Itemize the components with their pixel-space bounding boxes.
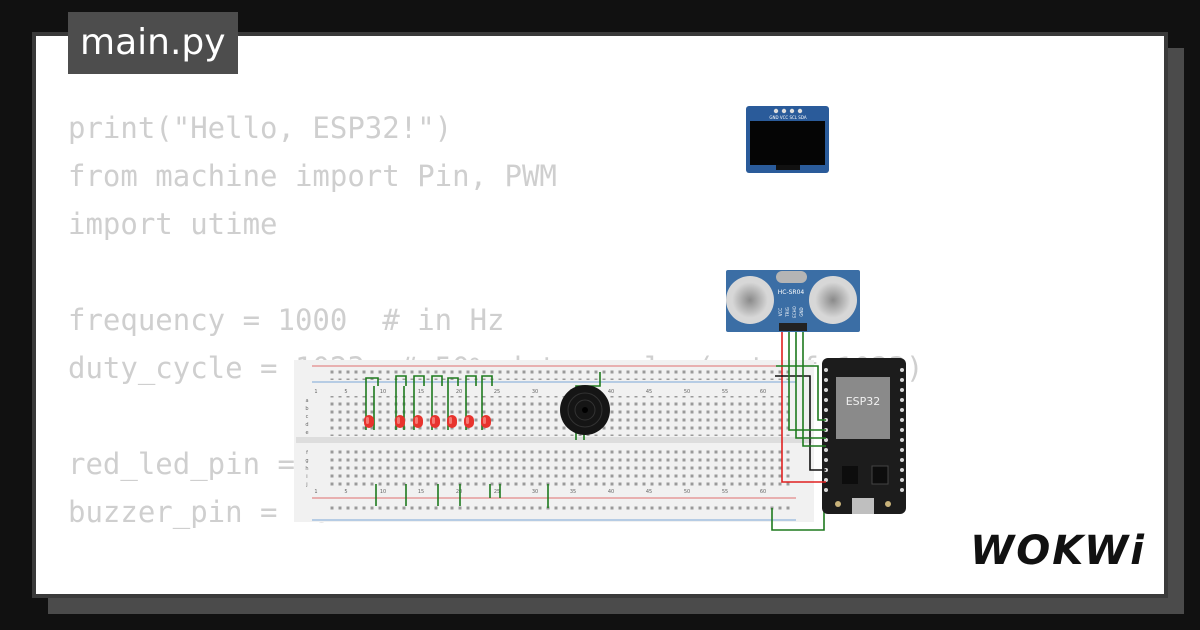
code-line: import utime <box>68 207 278 241</box>
breadboard[interactable]: 1 5 10 15 20 25 30 35 40 45 50 55 60 1 5… <box>294 360 814 522</box>
oled-display[interactable]: GND VCC SCL SDA <box>746 106 829 173</box>
bb-row-label: b <box>305 406 308 412</box>
bb-row-label: f <box>306 450 308 456</box>
bb-col-label: 15 <box>418 389 424 395</box>
code-line: from machine import Pin, PWM <box>68 159 557 193</box>
bb-col-label: 45 <box>646 489 652 495</box>
bb-col-label: 1 <box>314 389 317 395</box>
bb-col-label: 10 <box>380 489 386 495</box>
wokwi-logo: WOKWi <box>970 528 1146 574</box>
bb-col-label: 55 <box>722 389 728 395</box>
project-card: print("Hello, ESP32!") from machine impor… <box>32 32 1168 598</box>
file-tab[interactable]: main.py <box>68 12 238 74</box>
bb-col-label: 30 <box>532 489 538 495</box>
bb-col-label: 20 <box>456 489 462 495</box>
bb-col-label: 15 <box>418 489 424 495</box>
code-line: trig_pin = 27 # Trig pin of the HC-SR04 <box>68 584 924 594</box>
ultrasonic-sensor[interactable]: HC-SR04 VCC TRIG ECHO GND <box>726 270 860 332</box>
bb-col-label: 10 <box>380 389 386 395</box>
esp32-board[interactable]: ESP32 <box>822 358 906 514</box>
buzzer[interactable] <box>560 385 610 435</box>
bb-row-label: c <box>306 414 309 420</box>
bb-col-label: 40 <box>608 489 614 495</box>
oled-pin-labels: GND VCC SCL SDA <box>769 115 806 120</box>
sensor-model-label: HC-SR04 <box>778 289 805 296</box>
sensor-pin-gnd: GND <box>799 307 804 316</box>
bb-col-label: 50 <box>684 389 690 395</box>
bb-row-label: a <box>305 398 308 404</box>
led-row <box>364 415 491 428</box>
bb-col-label: 25 <box>494 389 500 395</box>
code-line: frequency = 1000 # in Hz <box>68 303 505 337</box>
bb-col-label: 55 <box>722 489 728 495</box>
bb-col-label: 30 <box>532 389 538 395</box>
bb-row-label: h <box>305 466 308 472</box>
bb-col-label: 25 <box>494 489 500 495</box>
bb-col-label: 45 <box>646 389 652 395</box>
bb-col-label: 60 <box>760 389 766 395</box>
bb-col-label: 20 <box>456 389 462 395</box>
bb-row-label: j <box>305 482 307 488</box>
sensor-pin-trig: TRIG <box>785 307 790 318</box>
sensor-pin-echo: ECHO <box>792 306 797 317</box>
bb-col-label: 5 <box>344 489 347 495</box>
bb-col-label: 50 <box>684 489 690 495</box>
esp32-label: ESP32 <box>846 395 881 408</box>
bb-col-label: 1 <box>314 489 317 495</box>
bb-col-label: 35 <box>570 489 576 495</box>
bb-col-label: 40 <box>608 389 614 395</box>
bb-row-label: g <box>305 458 308 464</box>
bb-row-label: e <box>305 430 308 436</box>
code-line: print("Hello, ESP32!") <box>68 111 453 145</box>
sensor-pin-vcc: VCC <box>778 308 783 317</box>
bb-row-label: i <box>306 474 307 480</box>
module-wires <box>775 332 826 483</box>
bb-col-label: 60 <box>760 489 766 495</box>
bb-row-label: d <box>305 422 308 428</box>
bb-col-label: 5 <box>344 389 347 395</box>
